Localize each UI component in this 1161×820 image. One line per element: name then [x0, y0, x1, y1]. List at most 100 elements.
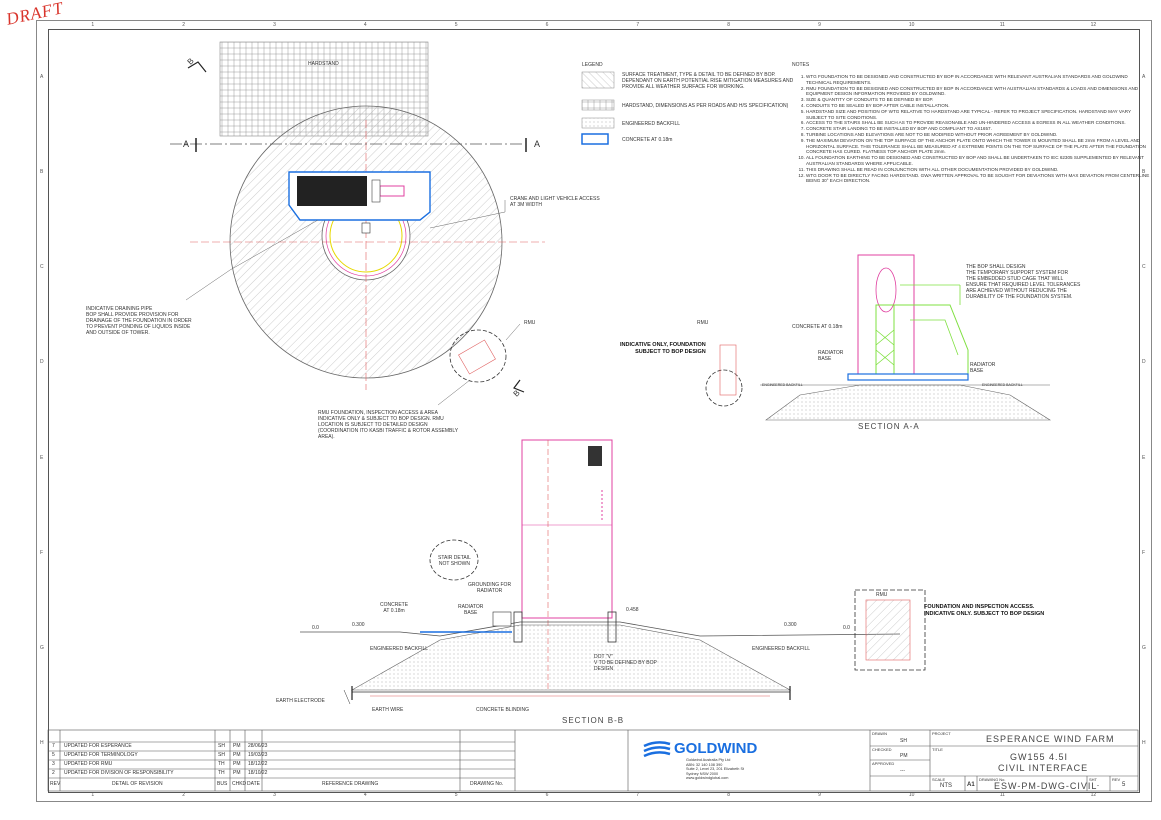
grid-col-label: 10 — [908, 22, 915, 28]
rev-header-ref: REFERENCE DRAWING — [322, 781, 379, 787]
grid-col-label: 3 — [273, 22, 276, 28]
tb-size: A1 — [967, 782, 975, 788]
tb-scale: NTS — [940, 783, 952, 789]
section-bb-title: SECTION B-B — [562, 716, 625, 725]
revision-cell-date: 18/12/22 — [248, 761, 268, 767]
drawing-frame — [48, 29, 1140, 793]
revision-cell-chkd: PM — [233, 770, 241, 776]
bb-earth-electrode: EARTH ELECTRODE — [276, 698, 325, 704]
revision-cell-by: SH — [218, 752, 225, 758]
grid-row-label: C — [40, 264, 44, 271]
revision-cell-date: 28/06/23 — [248, 743, 268, 749]
bb-earth-wire: EARTH WIRE — [372, 707, 404, 713]
legend-item-backfill: ENGINEERED BACKFILL — [622, 121, 681, 127]
bb-level-458: 0.458 — [626, 607, 639, 613]
tb-title-line1: GW155 4.5I — [1010, 752, 1069, 762]
drainage-note: INDICATIVE DRAINING PIPE BOP SHALL PROVI… — [86, 306, 192, 336]
tb-drawn: SH — [900, 738, 907, 744]
tb-approved: --- — [900, 768, 905, 774]
note-5: HARDSTAND SIZE AND POSITION OF WTG RELAT… — [806, 109, 1151, 121]
grid-row-label: F — [1142, 549, 1146, 556]
grid-row-label: D — [1142, 359, 1146, 366]
revision-cell-rev: 7 — [52, 743, 55, 749]
section-aa — [705, 254, 1052, 421]
note-11: THIS DRAWING SHALL BE READ IN CONJUNCTIO… — [806, 167, 1151, 173]
bb-backfill-right: ENGINEERED BACKFILL — [752, 646, 811, 652]
notes-title: NOTES — [792, 62, 810, 68]
revision-cell-by: SH — [218, 743, 225, 749]
aa-rmu-label: RMU — [697, 320, 709, 326]
notes-list: WTG FOUNDATION TO BE DESIGNED AND CONSTR… — [792, 74, 1151, 184]
grid-col-label: 8 — [727, 22, 731, 28]
note-2: RMU FOUNDATION TO BE DESIGNED AND CONSTR… — [806, 86, 1151, 98]
section-a-marker-left: A — [183, 139, 190, 149]
grid-row-label: B — [1142, 168, 1146, 175]
grid-row-label: E — [40, 454, 44, 461]
grid-col-label: 12 — [1090, 792, 1097, 798]
grid-col-label: 6 — [545, 792, 549, 798]
tb-drawing-no-label: DRAWING No. — [979, 777, 1006, 782]
tb-sht-label: SHT — [1089, 777, 1097, 782]
bb-backfill-left: ENGINEERED BACKFILL — [370, 646, 429, 652]
grid-col-label: 5 — [454, 22, 458, 28]
grid-col-label: 12 — [1090, 22, 1097, 28]
bb-concrete: CONCRETE AT 0.18m — [380, 602, 409, 614]
grid-col-label: 8 — [727, 792, 731, 798]
tb-project: ESPERANCE WIND FARM — [986, 734, 1115, 744]
rev-header-date: DATE — [247, 781, 260, 787]
equipment-block — [297, 176, 367, 206]
revision-cell-rev: 3 — [52, 761, 55, 767]
rmu-foundation-note: RMU FOUNDATION, INSPECTION ACCESS & AREA… — [318, 410, 459, 440]
note-12: WTG DOOR TO BE DIRECTLY FACING HARDSTAND… — [806, 173, 1151, 185]
aa-radiator-left: RADIATOR BASE — [818, 350, 844, 362]
note-10: ALL FOUNDATION EARTHING TO BE DESIGNED A… — [806, 155, 1151, 167]
plan-rmu-label: RMU — [524, 320, 536, 326]
bb-radiator: RADIATOR BASE — [458, 604, 484, 616]
revision-cell-detail: UPDATED FOR TERMINOLOGY — [64, 752, 138, 758]
note-1: WTG FOUNDATION TO BE DESIGNED AND CONSTR… — [806, 74, 1151, 86]
revision-cell-by: TH — [218, 770, 225, 776]
tb-sht: - — [1097, 783, 1099, 789]
section-a-marker-right: A — [534, 139, 541, 149]
legend-item-concrete: CONCRETE AT 0.18m — [622, 137, 673, 143]
grid-row-label: H — [1142, 740, 1146, 747]
company-logo-block: GOLDWIND Goldwind Australia Pty Ltd ABN:… — [642, 736, 852, 786]
grid-col-label: 9 — [818, 22, 821, 28]
revision-cell-detail: UPDATED FOR ESPERANCE — [64, 743, 132, 749]
aa-radiator-right: RADIATOR BASE — [970, 362, 996, 374]
grid-col-label: 4 — [363, 792, 367, 798]
hardstand-label: HARDSTAND — [308, 61, 339, 67]
aa-indicative-note: INDICATIVE ONLY, FOUNDATION SUBJECT TO B… — [620, 342, 706, 355]
tb-title-label: TITLE — [932, 747, 943, 752]
grid-row-label: D — [40, 359, 44, 366]
grid-col-label: 5 — [454, 792, 458, 798]
rev-header-chkd: CHKD — [232, 781, 247, 787]
rev-header-by: BUS — [217, 781, 228, 787]
grid-col-label: 7 — [636, 792, 640, 798]
revision-cell-rev: 5 — [52, 752, 55, 758]
revision-cell-chkd: PM — [233, 752, 241, 758]
grid-row-label: H — [40, 740, 44, 747]
tb-scale-label: SCALE — [932, 777, 946, 782]
grid-row-label: E — [1142, 454, 1146, 461]
bb-level-right-300: 0.300 — [784, 622, 797, 628]
bb-stair-detail: STAIR DETAIL NOT SHOWN — [438, 555, 471, 567]
revision-cell-rev: 2 — [52, 770, 55, 776]
grid-col-label: 2 — [182, 792, 186, 798]
grid-col-label: 6 — [545, 22, 549, 28]
aa-backfill-left: ENGINEERED BACKFILL — [762, 383, 803, 387]
company-address: Goldwind Australia Pty Ltd ABN: 32 140 1… — [686, 758, 745, 781]
legend-item-hardstand: HARDSTAND, DIMENSIONS AS PER ROADS AND H… — [622, 103, 789, 109]
revision-cell-date: 18/10/22 — [248, 770, 268, 776]
grid-col-label: 1 — [91, 792, 95, 798]
note-7: CONCRETE STAIR LANDING TO BE INSTALLED B… — [806, 126, 1151, 132]
goldwind-logo-icon — [643, 741, 671, 758]
grid-col-label: 2 — [182, 22, 186, 28]
revision-cell-chkd: PM — [233, 761, 241, 767]
grid-col-label: 4 — [363, 22, 367, 28]
bb-rmu-label: RMU — [876, 592, 888, 598]
company-name: GOLDWIND — [674, 740, 758, 757]
bb-level-left: 0.0 — [312, 625, 319, 631]
tb-rev-label: REV — [1112, 777, 1121, 782]
